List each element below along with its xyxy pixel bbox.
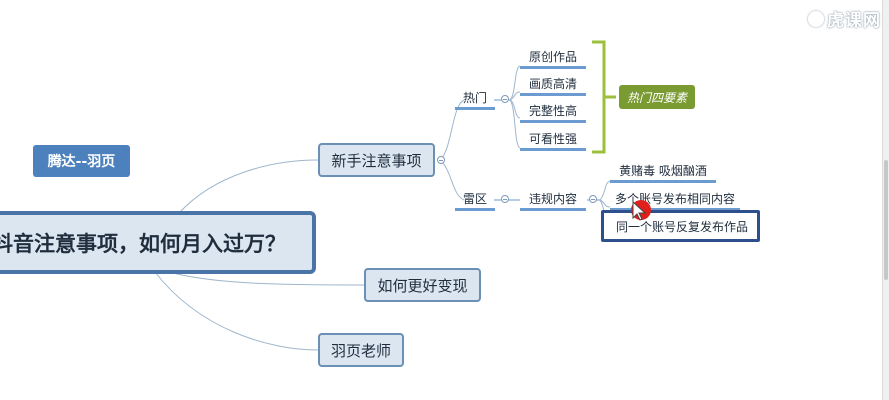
- summary-bracket: [592, 40, 616, 154]
- hot-item-3[interactable]: 完整性高: [520, 102, 586, 123]
- pointer-cursor: [631, 200, 651, 221]
- hot-item-4[interactable]: 可看性强: [520, 130, 586, 151]
- hot-item-1[interactable]: 原创作品: [520, 48, 586, 69]
- violation-item-1[interactable]: 黄赌毒 吸烟酗酒: [610, 162, 716, 183]
- watermark: 虎课网: [808, 6, 881, 31]
- collapse-toggle-hot[interactable]: [501, 95, 509, 103]
- floating-label[interactable]: 腾达--羽页: [33, 145, 130, 177]
- arrow-cursor-icon: [632, 200, 647, 221]
- topic-mine[interactable]: 雷区: [455, 190, 495, 211]
- hot-item-2[interactable]: 画质高清: [520, 75, 586, 96]
- central-topic[interactable]: 抖音注意事项，如何月入过万？: [0, 211, 316, 274]
- branch-teacher[interactable]: 羽页老师: [318, 333, 404, 367]
- vertical-scrollbar[interactable]: [882, 0, 889, 400]
- collapse-toggle-mine[interactable]: [501, 195, 509, 203]
- tiger-logo-icon: [808, 10, 824, 27]
- summary-hot-four[interactable]: 热门四要素: [619, 85, 695, 109]
- topic-violation[interactable]: 违规内容: [520, 190, 586, 211]
- topic-hot[interactable]: 热门: [455, 89, 495, 110]
- branch-monetize[interactable]: 如何更好变现: [364, 268, 481, 302]
- collapse-toggle-newbie[interactable]: [437, 156, 445, 164]
- violation-item-3-selected[interactable]: 同一个账号反复发布作品: [601, 210, 760, 242]
- collapse-toggle-violation[interactable]: [589, 195, 597, 203]
- branch-newbie[interactable]: 新手注意事项: [318, 143, 435, 177]
- watermark-text: 虎课网: [827, 11, 881, 31]
- scrollbar-thumb[interactable]: [884, 160, 888, 280]
